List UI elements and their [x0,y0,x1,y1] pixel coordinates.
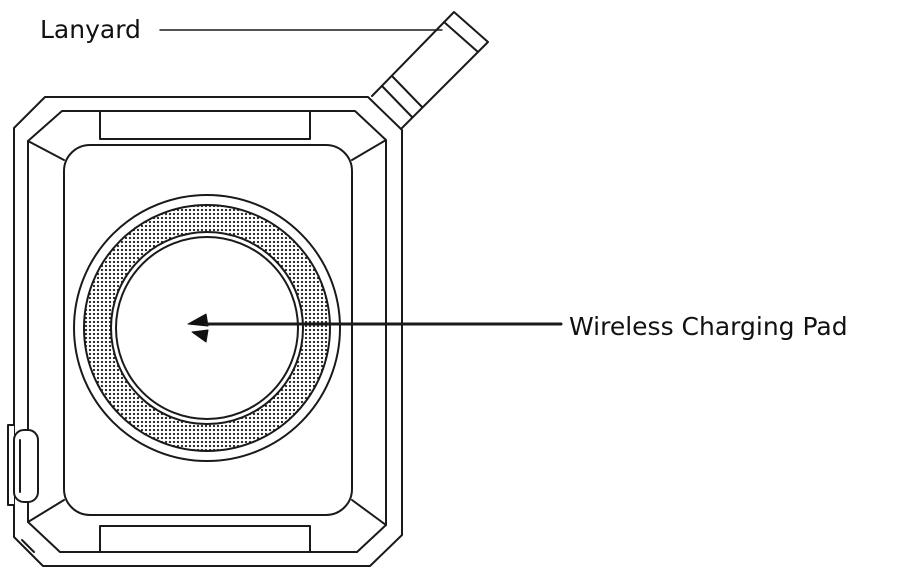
top-recess [99,110,311,140]
center-marker-icon [187,313,209,343]
side-button [7,424,39,506]
bottom-recess [99,525,311,553]
device-face-panel [63,144,353,516]
wireless-charging-pad [73,194,341,462]
lanyard-label: Lanyard [40,15,141,44]
lanyard-strap [371,11,489,129]
device-inner-bezel [27,110,387,553]
charging-pad-label: Wireless Charging Pad [569,312,848,341]
